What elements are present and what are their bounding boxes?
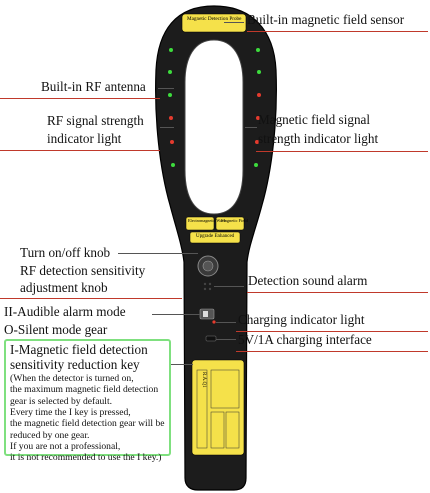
underline-rf-strength [0, 150, 160, 151]
mid-badge-bottom-text: Upgrade Enhanced [196, 234, 235, 239]
top-badge-text: Magnetic Detection Probe [187, 16, 242, 22]
leader-key [171, 364, 193, 365]
panel-text: R.A.Q1 [201, 372, 206, 388]
label-rf-antenna: Built-in RF antenna [41, 79, 146, 94]
label-knob-2: RF detection sensitivity [20, 263, 146, 278]
key-note-line: (When the detector is turned on, [10, 373, 134, 385]
label-mode-2: O-Silent mode gear [4, 322, 108, 337]
mid-badge-right [215, 216, 245, 231]
key-note-line: it is not recommended to use the I key.) [10, 452, 162, 464]
key-note-line: the maximum magnetic field detection [10, 384, 159, 396]
key-note-line: If you are not a professional, [10, 440, 121, 452]
underline-magnetic-sensor [247, 31, 428, 32]
top-badge [181, 13, 247, 33]
key-notes: (When the detector is turned on, the max… [10, 373, 165, 464]
underline-alarm [247, 292, 428, 293]
mid-badge-bottom [189, 231, 241, 244]
loop-opening [184, 39, 244, 215]
underline-charging-light [236, 331, 428, 332]
key-note-line: reduced by one gear. [10, 429, 90, 441]
leader-alarm [214, 286, 244, 287]
label-charging-light: Charging indicator light [238, 312, 365, 327]
leader-charging-light [216, 322, 236, 323]
leader-rf-strength [160, 127, 174, 128]
label-knob-3: adjustment knob [20, 280, 108, 295]
underline-knob [0, 298, 182, 299]
key-note-line: Every time the I key is pressed, [10, 406, 131, 418]
label-mode-1: II-Audible alarm mode [4, 304, 126, 319]
label-mag-strength-2: strength indicator light [258, 131, 379, 146]
charging-led [212, 320, 216, 324]
leader-magnetic-sensor [224, 22, 244, 23]
label-magnetic-sensor: Built-in magnetic field sensor [247, 12, 405, 27]
magnetic-led-column [254, 48, 261, 167]
leader-charging-iface [216, 339, 236, 340]
label-alarm: Detection sound alarm [248, 273, 368, 288]
rf-led-column [168, 48, 175, 167]
charging-port [205, 335, 217, 342]
leader-mode [152, 314, 200, 315]
underline-charging-iface [236, 351, 428, 352]
label-rf-strength-1: RF signal strength [47, 113, 144, 128]
key-title-2: sensitivity reduction key [10, 356, 140, 372]
yellow-panel [191, 359, 245, 456]
key-title-1: I-Magnetic field detection [10, 342, 148, 357]
mid-badge-left-text: Electromagnetic Wave [188, 218, 226, 223]
key-info-box: I-Magnetic field detection sensitivity r… [4, 339, 171, 463]
leader-mag-strength [245, 127, 257, 128]
label-knob-1: Turn on/off knob [20, 245, 111, 260]
leader-knob [118, 253, 198, 254]
key-note-line: gear is selected by default. [10, 395, 113, 407]
underline-rf-antenna [0, 98, 160, 99]
mid-badge-right-text: Magnetic Field [221, 218, 248, 223]
label-charging-iface: 5V/1A charging interface [238, 332, 372, 347]
label-mag-strength-1: Magnetic field signal [258, 112, 371, 127]
label-rf-strength-2: indicator light [47, 131, 122, 146]
leader-rf-antenna [158, 88, 174, 89]
underline-mag-strength [256, 151, 428, 152]
alarm-speaker [203, 282, 212, 291]
mid-badge-left [185, 216, 215, 231]
key-note-line: the magnetic field detection gear will b… [10, 418, 165, 430]
